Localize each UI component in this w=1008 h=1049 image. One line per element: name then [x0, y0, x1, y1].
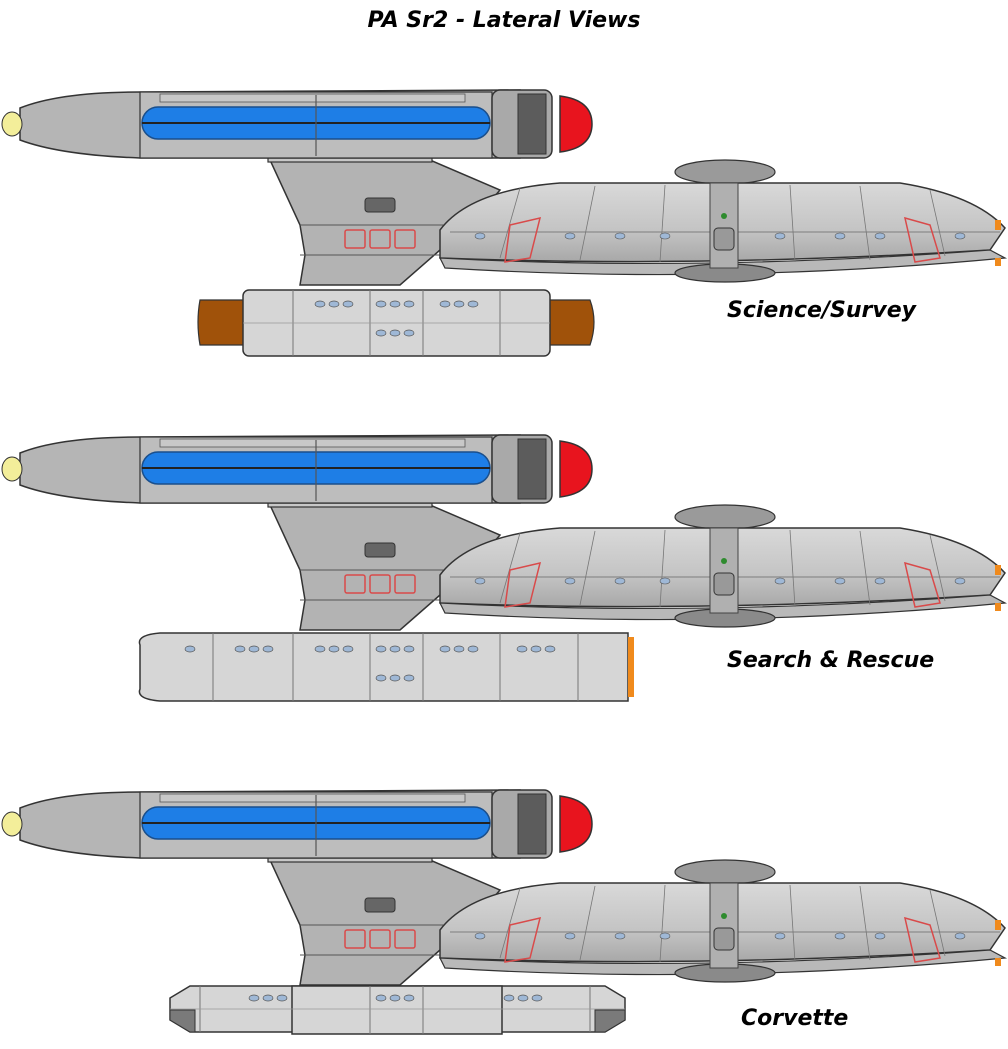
label-corvette: Corvette [741, 1006, 849, 1031]
science-module [197, 289, 595, 357]
warp-nacelle [1, 789, 593, 859]
warp-nacelle [1, 434, 593, 504]
bussard-collector [559, 440, 593, 498]
pylon-hatch [364, 542, 396, 558]
pylon [268, 504, 502, 631]
corvette-module [169, 985, 626, 1035]
red-panels [344, 929, 416, 949]
saucer-section [439, 159, 1008, 283]
bussard-collector [559, 795, 593, 853]
pylon [268, 159, 502, 286]
ship-search-rescue [1, 434, 1008, 702]
bussard-collector [559, 95, 593, 153]
ship-corvette [1, 789, 1008, 1035]
ship-science-survey [1, 89, 1008, 357]
red-panels [344, 574, 416, 594]
saucer-section [439, 859, 1008, 983]
pylon-hatch [364, 197, 396, 213]
label-search-rescue: Search & Rescue [727, 648, 935, 673]
pylon [268, 859, 502, 986]
warp-nacelle [1, 89, 593, 159]
rescue-module [138, 632, 634, 702]
label-science-survey: Science/Survey [727, 298, 916, 323]
pylon-hatch [364, 897, 396, 913]
red-panels [344, 229, 416, 249]
page-title: PA Sr2 - Lateral Views [367, 8, 641, 33]
saucer-section [439, 504, 1008, 628]
nav-light [1, 456, 23, 482]
nav-light [1, 811, 23, 837]
nav-light [1, 111, 23, 137]
